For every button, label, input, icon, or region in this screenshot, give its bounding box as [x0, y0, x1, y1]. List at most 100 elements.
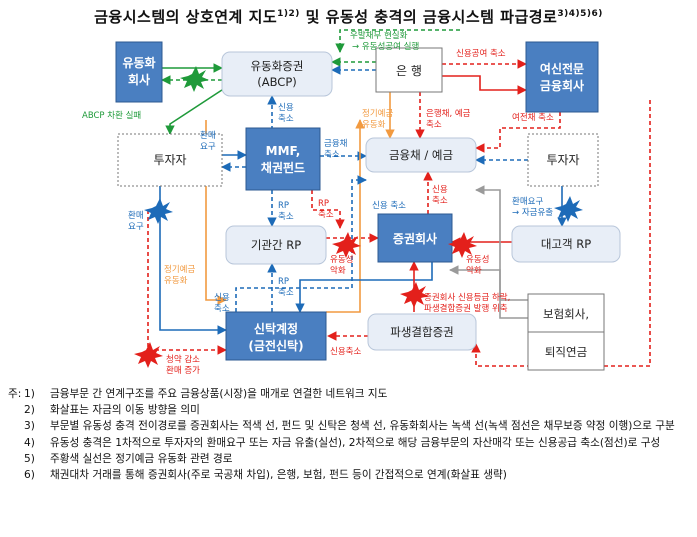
network-diagram: 유동화 회사 여신전문 금융회사 MMF, 채권펀드 증권회사 신탁계정 (금전…: [82, 29, 651, 376]
shock-blue-icon: [554, 196, 583, 222]
label-credit-cut-c-1: 신용: [432, 185, 448, 195]
footnote-4: 4) 유동성 충격은 1차적으로 투자자의 환매요구 또는 자금 유출(실선),…: [24, 436, 661, 449]
label-credit-cut-d-1: 신용: [214, 293, 230, 303]
node-investor-right-label: 투자자: [546, 153, 579, 167]
shock-red-icon: [332, 232, 361, 258]
node-mmf: [245, 127, 321, 191]
footnote-lead: 주:: [8, 388, 22, 400]
label-rp-cut-b-1: RP: [318, 199, 329, 209]
label-redemption-left2-2: 요구: [128, 222, 144, 232]
label-time-deposit-b-2: 유동화: [164, 276, 188, 286]
node-bank: [375, 47, 443, 93]
footnote-3: 3) 부문별 유동성 충격 전이경로를 증권회사는 적색 선, 펀드 및 신탁은…: [24, 420, 675, 433]
label-liquidity-a-1: 유동성: [330, 255, 353, 265]
node-deposit: [365, 137, 477, 173]
edge-yeosin-deposit: [475, 112, 561, 153]
label-fin-bond-2: 축소: [324, 150, 340, 160]
shock-red-icon: [448, 232, 477, 258]
shock-red-icon: [400, 282, 429, 308]
label-liquidity-b-1: 유동성: [466, 255, 489, 265]
footnote-2: 2) 화살표는 자금의 이동 방향을 의미: [24, 404, 200, 417]
node-yudonghwa-label-1: 유동화: [122, 55, 155, 70]
edge-abcp-investor: [165, 87, 226, 135]
label-credit-cut-e: 신용축소: [330, 347, 361, 357]
shock-green-icon: [180, 66, 209, 92]
label-redemption-left2-1: 환매: [128, 210, 144, 221]
node-yeosin: [525, 41, 599, 113]
node-securities: [377, 213, 453, 263]
label-abcp-fail: ABCP 차환 실패: [82, 110, 141, 121]
shock-markers: [134, 66, 583, 368]
label-rp-cut-a-1: RP: [278, 201, 289, 211]
node-investor-left: [117, 133, 223, 187]
node-interbank-rp: [225, 225, 327, 265]
node-customer-rp: [511, 225, 621, 263]
edge-trust-deposit: [235, 175, 367, 312]
diagram-title: 금융시스템의 상호연계 지도1)2) 및 유동성 충격의 금융시스템 파급경로3…: [94, 8, 603, 26]
footnote-6: 6) 채권대차 거래를 통해 증권회사(주로 국공채 차입), 은행, 보험, …: [24, 469, 507, 482]
label-credit-cut-b: 신용 축소: [372, 201, 406, 211]
node-derivatives-label: 파생결합증권: [390, 325, 453, 339]
label-liquidity-a-2: 악화: [330, 265, 346, 276]
node-trust-label-1: 신탁계정: [254, 321, 298, 336]
label-time-deposit-a-1: 정기예금: [362, 108, 393, 119]
label-contingent: 우발채무 현실화: [350, 30, 408, 41]
label-redemption-right-1: 환매요구: [512, 196, 543, 207]
label-redemption-left-1: 환매: [200, 130, 216, 141]
node-yudonghwa-label-2: 회사: [128, 72, 150, 87]
edge-bank-yeosin-2: [442, 75, 527, 95]
node-abcp-label-1: 유동화증권: [251, 59, 304, 73]
label-redemption-left-2: 요구: [200, 142, 216, 152]
node-trust-label-2: (금전신탁): [248, 338, 303, 353]
node-securities-label: 증권회사: [393, 231, 437, 246]
label-trust-out-1: 청약 감소: [166, 354, 200, 365]
label-bank-bond-2: 축소: [426, 120, 442, 130]
edge-mmf-securities: [311, 190, 345, 229]
node-mmf-label-2: 채권펀드: [261, 160, 305, 175]
node-yudonghwa: [115, 41, 163, 103]
label-time-deposit-a-2: 유동화: [362, 120, 386, 130]
label-credit-cut-a-2: 축소: [278, 114, 294, 124]
node-bank-label: 은 행: [396, 63, 422, 78]
footnote-1: 주: 1) 금융부문 간 연계구조를 주요 금융상품(시장)을 매개로 연결한 …: [8, 386, 692, 402]
label-rp-cut-b-2: 축소: [318, 210, 334, 220]
node-derivatives: [367, 313, 477, 351]
label-yeojeon: 여전채 축소: [512, 112, 554, 123]
label-credit-line: 신용공여 축소: [456, 48, 506, 59]
label-rp-cut-c-2: 축소: [278, 288, 294, 298]
node-yeosin-label-1: 여신전문: [540, 61, 584, 76]
label-fin-bond-1: 금융채: [324, 138, 347, 149]
label-credit-cut-a-1: 신용: [278, 103, 294, 113]
node-abcp: [221, 51, 333, 97]
label-rp-cut-c-1: RP: [278, 277, 289, 287]
nodes: 유동화 회사 여신전문 금융회사 MMF, 채권펀드 증권회사 신탁계정 (금전…: [115, 41, 621, 371]
label-redemption-right-2: → 자금유출: [512, 207, 553, 218]
edge-securities-trust: [295, 262, 433, 313]
node-abcp-label-2: (ABCP): [257, 75, 297, 89]
footnote-5: 5) 주황색 실선은 정기예금 유동화 관련 경로: [24, 452, 233, 465]
label-time-deposit-b-1: 정기예금: [164, 264, 195, 275]
label-bank-bond-1: 은행채, 예금: [426, 108, 471, 119]
node-deposit-label: 금융채 / 예금: [389, 148, 453, 162]
edge-investor-trust: [159, 186, 227, 335]
label-contingent2: → 유동성공여 실행: [352, 41, 419, 52]
edge-insurance-deposit: [475, 185, 528, 319]
shock-red-icon: [134, 342, 163, 368]
label-rating-2: 파생결합증권 발행 위축: [424, 303, 508, 314]
node-insurance-label: 보험회사,: [543, 307, 589, 321]
node-yeosin-label-2: 금융회사: [540, 78, 584, 93]
label-credit-cut-c-2: 축소: [432, 196, 448, 206]
node-trust: [225, 311, 327, 361]
label-credit-cut-d-2: 축소: [214, 304, 230, 314]
edge-labels: ABCP 차환 실패 우발채무 현실화 → 유동성공여 실행 신용공여 축소 환…: [82, 30, 554, 376]
label-trust-out-2: 환매 증가: [166, 365, 200, 376]
node-investor-left-label: 투자자: [153, 153, 186, 167]
shock-blue-icon: [144, 198, 173, 224]
node-customer-rp-label: 대고객 RP: [541, 237, 591, 251]
node-interbank-rp-label: 기관간 RP: [251, 238, 301, 252]
edge-contingent: [335, 29, 460, 53]
node-mmf-label-1: MMF,: [266, 144, 301, 158]
label-liquidity-b-2: 악화: [466, 265, 482, 276]
node-investor-right: [527, 133, 599, 187]
label-rp-cut-a-2: 축소: [278, 212, 294, 222]
